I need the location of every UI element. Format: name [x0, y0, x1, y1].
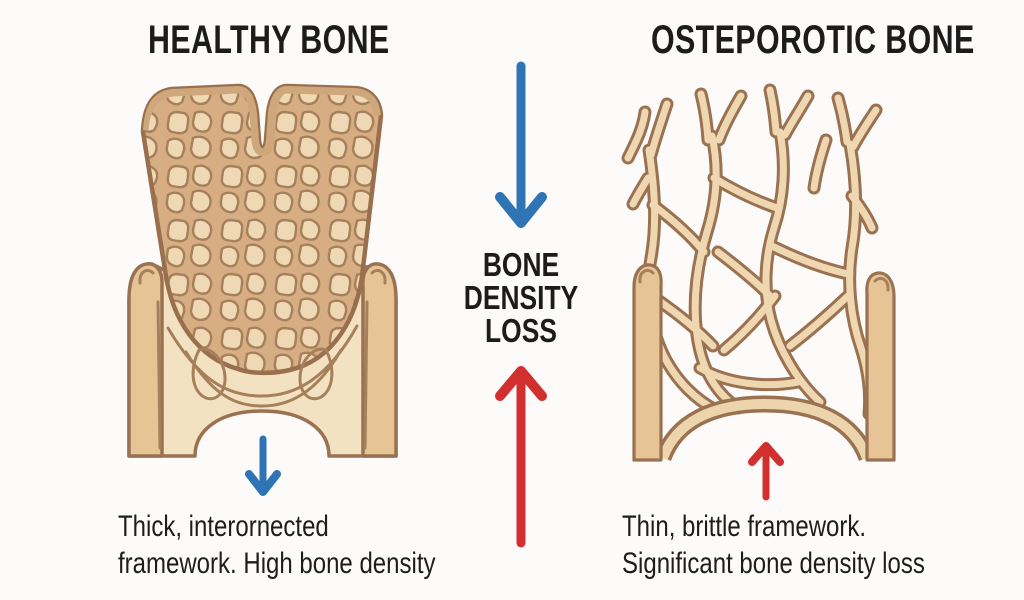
density-loss-down-arrow — [495, 61, 547, 228]
healthy-bone-illustration — [127, 85, 398, 458]
healthy-bone-right-wall — [361, 262, 398, 458]
healthy-bone-title: HEALTHY BONE — [148, 18, 390, 62]
osteoporotic-bone-up-arrow — [748, 442, 784, 501]
bone-density-loss-label: BONE DENSITY LOSS — [463, 246, 579, 349]
healthy-bone-caption: Thick, interornected framework. High bon… — [118, 510, 436, 580]
osteoporotic-bone-right-wall — [865, 271, 896, 462]
osteoporotic-bone-caption: Thin, brittle framework. Significant bon… — [622, 510, 925, 580]
osteoporotic-bone-left-wall — [632, 263, 663, 462]
osteoporotic-bone-arch — [655, 395, 875, 462]
osteoporotic-bone-title: OSTEPOROTIC BONE — [651, 18, 975, 62]
osteoporotic-trabeculae-fill — [628, 90, 876, 414]
osteoporotic-bone-illustration — [628, 90, 896, 462]
density-loss-up-arrow — [495, 366, 547, 548]
osteoporotic-bone-wall-curls — [638, 268, 890, 292]
healthy-bone-down-arrow — [245, 435, 281, 496]
healthy-bone-contour-lines — [138, 268, 387, 450]
healthy-bone-left-wall — [127, 262, 164, 458]
